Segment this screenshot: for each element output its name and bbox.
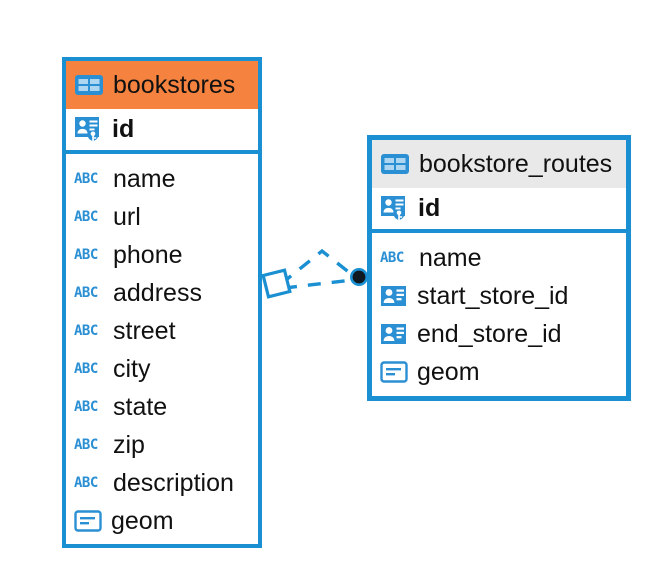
geometry-icon	[74, 510, 102, 532]
field-row-description[interactable]: ABC description	[66, 464, 258, 502]
field-row-end-store-id[interactable]: end_store_id	[372, 315, 626, 353]
abc-icon: ABC	[74, 399, 98, 415]
field-row-geom[interactable]: geom	[372, 353, 626, 391]
field-label: zip	[113, 430, 145, 459]
field-row-primary-key[interactable]: id	[372, 188, 626, 233]
field-list-bookstores: ABC name ABC url ABC phone ABC address A…	[66, 154, 258, 546]
abc-icon: ABC	[74, 247, 98, 263]
field-row-zip[interactable]: ABC zip	[66, 426, 258, 464]
field-label: phone	[113, 240, 183, 269]
entity-bookstore-routes[interactable]: bookstore_routes id ABC name	[367, 135, 631, 401]
geometry-icon	[380, 361, 408, 383]
field-row-start-store-id[interactable]: start_store_id	[372, 277, 626, 315]
field-label: start_store_id	[417, 281, 569, 310]
relationship-line-upper	[279, 248, 357, 286]
field-row-street[interactable]: ABC street	[66, 312, 258, 350]
table-icon	[381, 154, 409, 174]
field-row-city[interactable]: ABC city	[66, 350, 258, 388]
field-row-address[interactable]: ABC address	[66, 274, 258, 312]
entity-header-bookstore-routes[interactable]: bookstore_routes	[372, 140, 626, 188]
field-list-bookstore-routes: ABC name start_store_id	[372, 233, 626, 397]
field-row-primary-key[interactable]: id	[66, 109, 258, 154]
field-row-phone[interactable]: ABC phone	[66, 236, 258, 274]
field-label: name	[113, 164, 176, 193]
abc-icon: ABC	[74, 171, 98, 187]
relationship-source-diamond[interactable]	[261, 268, 292, 299]
abc-icon: ABC	[380, 250, 404, 266]
field-row-state[interactable]: ABC state	[66, 388, 258, 426]
field-label: city	[113, 354, 151, 383]
field-label: geom	[111, 506, 174, 535]
abc-icon: ABC	[74, 437, 98, 453]
foreign-key-icon	[381, 324, 406, 344]
abc-icon: ABC	[74, 475, 98, 491]
relationship-line-lower	[283, 278, 354, 290]
table-icon	[75, 75, 103, 95]
abc-icon: ABC	[74, 323, 98, 339]
field-row-url[interactable]: ABC url	[66, 198, 258, 236]
primary-key-icon	[75, 116, 99, 141]
entity-title: bookstores	[113, 70, 236, 99]
field-label: end_store_id	[417, 319, 562, 348]
field-label: name	[419, 243, 482, 272]
abc-icon: ABC	[74, 209, 98, 225]
entity-header-bookstores[interactable]: bookstores	[66, 61, 258, 109]
field-row-name[interactable]: ABC name	[66, 160, 258, 198]
abc-icon: ABC	[74, 285, 98, 301]
entity-title: bookstore_routes	[419, 149, 613, 178]
field-label: state	[113, 392, 168, 421]
abc-icon: ABC	[74, 361, 98, 377]
field-label: url	[113, 202, 141, 231]
foreign-key-icon	[381, 286, 406, 306]
field-row-name[interactable]: ABC name	[372, 239, 626, 277]
entity-bookstores[interactable]: bookstores id ABC name	[62, 57, 262, 548]
field-label: geom	[417, 357, 480, 386]
primary-key-label: id	[418, 194, 441, 222]
field-row-geom[interactable]: geom	[66, 502, 258, 540]
field-label: street	[113, 316, 176, 345]
primary-key-icon	[381, 195, 405, 220]
primary-key-label: id	[112, 115, 135, 143]
relationship-target-endpoint[interactable]	[350, 268, 368, 286]
field-label: description	[113, 468, 234, 497]
field-label: address	[113, 278, 202, 307]
